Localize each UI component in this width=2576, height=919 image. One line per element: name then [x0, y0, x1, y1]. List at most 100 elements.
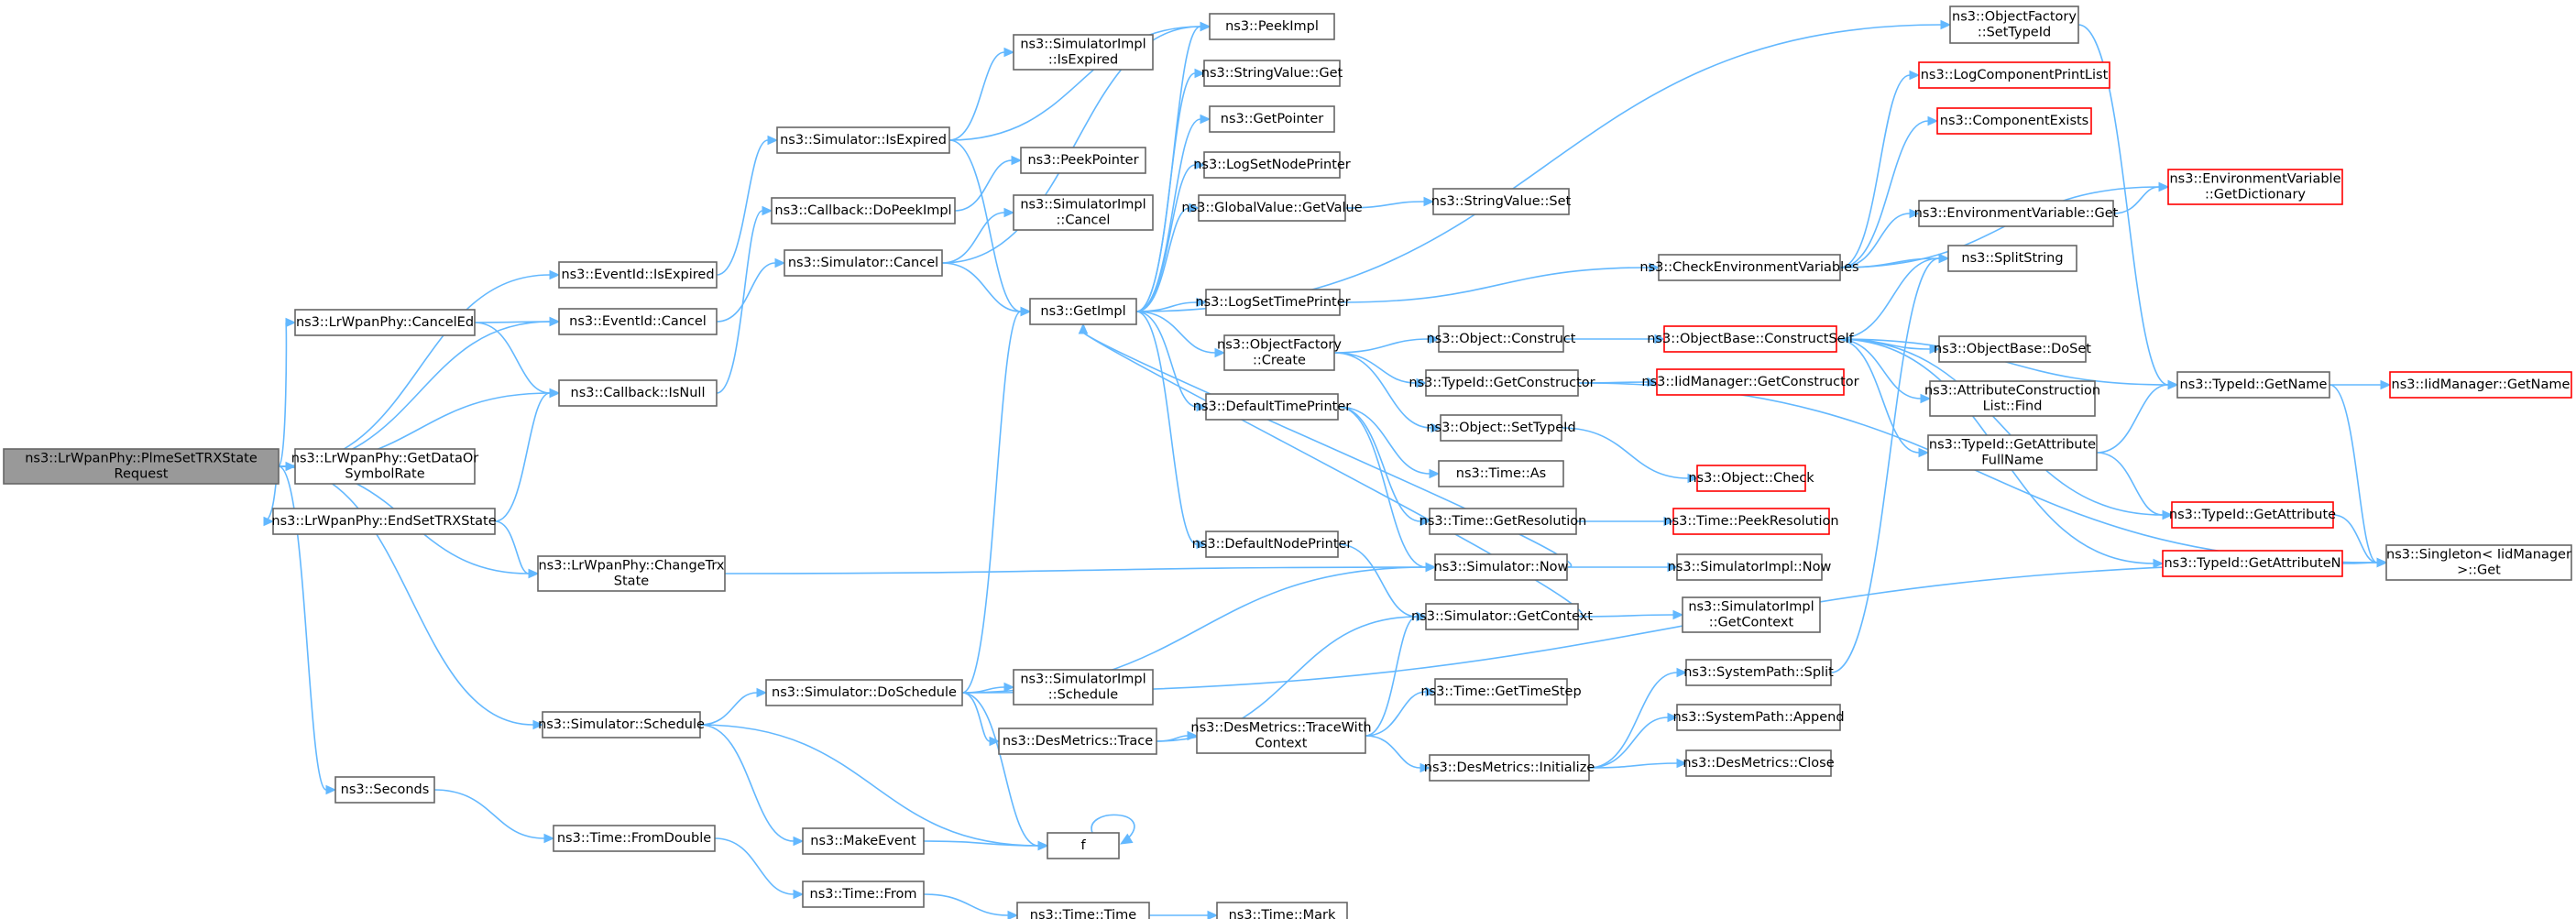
function-node-simNow[interactable]: ns3::Simulator::Now — [1434, 553, 1569, 581]
function-node-simCancel[interactable]: ns3::Simulator::Cancel — [784, 249, 943, 277]
function-node-timePeekRes[interactable]: ns3::Time::PeekResolution — [1663, 508, 1839, 535]
function-node-timeMark[interactable]: ns3::Time::Mark — [1216, 902, 1348, 919]
function-node-logCompPrint[interactable]: ns3::LogComponentPrintList — [1918, 61, 2110, 89]
function-node-defTimePrinter[interactable]: ns3::DefaultTimePrinter — [1193, 393, 1351, 421]
function-node-label: ns3::ObjectBase::ConstructSelf — [1647, 332, 1854, 346]
function-node-simImplCancel[interactable]: ns3::SimulatorImpl::Cancel — [1013, 194, 1154, 231]
function-node-compExists[interactable]: ns3::ComponentExists — [1936, 107, 2092, 135]
function-node-label: ns3::ObjectFactory — [1952, 10, 2077, 25]
function-node-timeAs[interactable]: ns3::Time::As — [1438, 460, 1564, 487]
call-edge-desInit-to-desClose — [1588, 758, 1688, 769]
function-node-logSetNode[interactable]: ns3::LogSetNodePrinter — [1193, 151, 1351, 179]
function-node-label: ns3::ComponentExists — [1940, 114, 2089, 128]
function-node-cbDoPeek[interactable]: ns3::Callback::DoPeekImpl — [771, 197, 956, 224]
function-node-timeFrom[interactable]: ns3::Time::From — [802, 881, 925, 908]
function-node-seconds[interactable]: ns3::Seconds — [334, 776, 435, 804]
function-node-label: ns3::IidManager::GetName — [2392, 377, 2571, 392]
function-node-peekPointer[interactable]: ns3::PeekPointer — [1020, 147, 1146, 174]
call-edge-getImpl-to-strValGet — [1135, 68, 1206, 312]
function-node-timeTime[interactable]: ns3::Time::Time — [1016, 902, 1150, 919]
call-edge-spSplit-to-splitString — [1830, 253, 1950, 673]
call-graph-nodes: ns3::LrWpanPhy::PlmeSetTRXStateRequestns… — [3, 5, 2572, 919]
function-node-simImplIsExpired[interactable]: ns3::SimulatorImpl::IsExpired — [1013, 34, 1154, 71]
call-edge-schedule-to-makeEvent — [699, 724, 805, 847]
function-node-label: ns3::StringValue::Get — [1201, 66, 1343, 81]
function-node-simImplSchedule[interactable]: ns3::SimulatorImpl::Schedule — [1013, 669, 1154, 706]
function-node-logSetTime[interactable]: ns3::LogSetTimePrinter — [1195, 289, 1351, 316]
function-node-tidGetName[interactable]: ns3::TypeId::GetName — [2176, 371, 2330, 399]
function-node-iidGetName[interactable]: ns3::IidManager::GetName — [2389, 371, 2572, 399]
function-node-iidGetCtor[interactable]: ns3::IidManager::GetConstructor — [1641, 368, 1859, 396]
function-node-tidGetAttrN[interactable]: ns3::TypeId::GetAttributeN — [2162, 550, 2343, 577]
function-node-objCheck[interactable]: ns3::Object::Check — [1688, 465, 1814, 492]
function-node-cbIsNull[interactable]: ns3::Callback::IsNull — [558, 379, 718, 407]
function-node-label: ns3::CheckEnvironmentVariables — [1639, 260, 1858, 275]
function-node-simImplGetCtx[interactable]: ns3::SimulatorImpl::GetContext — [1682, 596, 1821, 633]
function-node-simGetCtx[interactable]: ns3::Simulator::GetContext — [1411, 603, 1593, 630]
function-node-strValGet[interactable]: ns3::StringValue::Get — [1201, 60, 1343, 87]
function-node-getPointer[interactable]: ns3::GetPointer — [1209, 105, 1335, 133]
function-node-spAppend[interactable]: ns3::SystemPath::Append — [1672, 704, 1845, 731]
call-edge-getImpl-to-defNodePrinter — [1135, 311, 1208, 550]
function-node-label: ns3::SystemPath::Split — [1683, 665, 1834, 680]
function-node-ofSetTypeId[interactable]: ns3::ObjectFactory::SetTypeId — [1949, 5, 2079, 44]
function-node-label: ns3::Object::Check — [1688, 471, 1814, 486]
function-node-label: ns3::SystemPath::Append — [1672, 710, 1844, 725]
function-node-checkEnv[interactable]: ns3::CheckEnvironmentVariables — [1639, 254, 1859, 281]
function-node-defNodePrinter[interactable]: ns3::DefaultNodePrinter — [1192, 531, 1353, 558]
function-node-desInit[interactable]: ns3::DesMetrics::Initialize — [1424, 754, 1595, 782]
call-edge-simIsExpired-to-simImplIsExpired — [948, 47, 1015, 141]
function-node-schedule[interactable]: ns3::Simulator::Schedule — [538, 711, 705, 738]
function-node-splitString[interactable]: ns3::SplitString — [1947, 245, 2077, 272]
function-node-doSchedule[interactable]: ns3::Simulator::DoSchedule — [765, 679, 963, 706]
function-node-label: ns3::Simulator::Schedule — [538, 717, 705, 732]
function-node-eventCancel[interactable]: ns3::EventId::Cancel — [558, 308, 718, 335]
function-node-makeEvent[interactable]: ns3::MakeEvent — [802, 827, 925, 855]
function-node-getImpl[interactable]: ns3::GetImpl — [1029, 298, 1137, 325]
function-node-envGetDict[interactable]: ns3::EnvironmentVariable::GetDictionary — [2167, 169, 2343, 205]
function-node-endSetTrx[interactable]: ns3::LrWpanPhy::EndSetTRXState — [271, 508, 497, 535]
function-node-label: ns3::GetImpl — [1040, 304, 1125, 319]
call-edge-timeFrom-to-timeTime — [923, 893, 1019, 919]
function-node-strValSet[interactable]: ns3::StringValue::Set — [1431, 188, 1572, 215]
function-node-cancelEd[interactable]: ns3::LrWpanPhy::CancelEd — [294, 309, 476, 336]
function-node-fromDouble[interactable]: ns3::Time::FromDouble — [553, 825, 716, 852]
function-node-obDoSet[interactable]: ns3::ObjectBase::DoSet — [1934, 335, 2091, 363]
function-node-ofCreate[interactable]: ns3::ObjectFactory::Create — [1217, 334, 1342, 371]
function-node-timeGetRes[interactable]: ns3::Time::GetResolution — [1420, 508, 1587, 535]
function-node-peekImpl[interactable]: ns3::PeekImpl — [1209, 13, 1335, 40]
call-edge-doSchedule-to-desTrace — [961, 692, 1001, 747]
function-node-label: ns3::LrWpanPhy::EndSetTRXState — [271, 514, 496, 529]
function-node-singletonGet[interactable]: ns3::Singleton< IidManager >::Get — [2385, 544, 2572, 581]
function-node-desTrace[interactable]: ns3::DesMetrics::Trace — [998, 728, 1157, 755]
function-node-gvGetValue[interactable]: ns3::GlobalValue::GetValue — [1181, 194, 1363, 222]
function-node-spSplit[interactable]: ns3::SystemPath::Split — [1683, 659, 1834, 686]
function-node-label: ::GetContext — [1709, 616, 1794, 630]
function-node-label: ns3::DesMetrics::Close — [1683, 756, 1834, 771]
function-node-timeGetStep[interactable]: ns3::Time::GetTimeStep — [1420, 678, 1582, 706]
function-node-objSetTypeId[interactable]: ns3::Object::SetTypeId — [1426, 414, 1576, 442]
function-node-label: ::GetDictionary — [2205, 188, 2306, 202]
function-node-obConstructSelf[interactable]: ns3::ObjectBase::ConstructSelf — [1647, 325, 1855, 353]
function-node-label: ns3::Simulator::DoSchedule — [772, 685, 957, 700]
function-node-label: ns3::EnvironmentVariable::Get — [1914, 206, 2119, 221]
function-node-label: ns3::ObjectFactory — [1217, 338, 1342, 353]
function-node-eventIsExpired[interactable]: ns3::EventId::IsExpired — [558, 261, 718, 289]
function-node-simIsExpired[interactable]: ns3::Simulator::IsExpired — [776, 126, 950, 154]
function-node-label: ns3::EnvironmentVariable — [2169, 172, 2340, 187]
function-node-simImplNow[interactable]: ns3::SimulatorImpl::Now — [1668, 553, 1832, 581]
call-edge-defTimePrinter-to-timeGetRes — [1337, 406, 1431, 527]
function-node-objConstruct[interactable]: ns3::Object::Construct — [1427, 325, 1576, 353]
function-node-tidGetAttr[interactable]: ns3::TypeId::GetAttribute — [2169, 501, 2336, 529]
function-node-tidGetCtor[interactable]: ns3::TypeId::GetConstructor — [1409, 369, 1595, 397]
function-node-label: ns3::LogSetNodePrinter — [1193, 158, 1351, 172]
function-node-f[interactable]: f — [1047, 832, 1120, 859]
function-node-desClose[interactable]: ns3::DesMetrics::Close — [1683, 749, 1835, 777]
function-node-envGet[interactable]: ns3::EnvironmentVariable::Get — [1914, 200, 2119, 227]
